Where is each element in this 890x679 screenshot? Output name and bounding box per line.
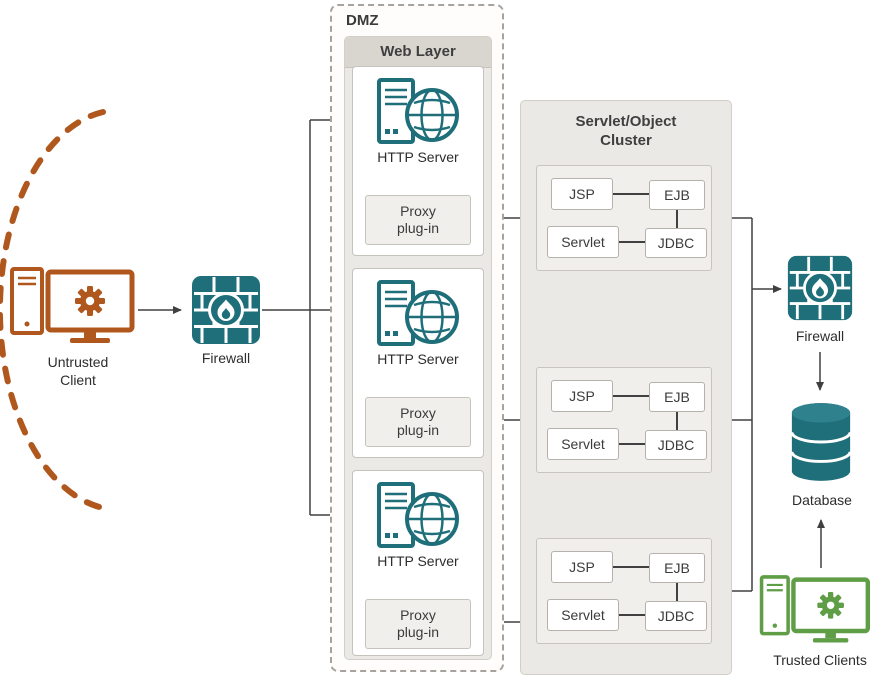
firewall-right-icon bbox=[786, 254, 854, 322]
http-server-icon bbox=[376, 481, 460, 549]
http-server-icon bbox=[376, 279, 460, 347]
proxy-plugin-box: Proxy plug-in bbox=[365, 397, 471, 447]
jsp-ejb-line bbox=[613, 193, 649, 195]
http-server-card: HTTP Server Proxy plug-in bbox=[352, 66, 484, 256]
cluster-title: Servlet/Object Cluster bbox=[575, 113, 677, 149]
ejb-jdbc-line bbox=[676, 583, 678, 601]
jsp-box: JSP bbox=[551, 380, 613, 412]
proxy-plugin-box: Proxy plug-in bbox=[365, 195, 471, 245]
firewall-left-label: Firewall bbox=[201, 350, 251, 366]
connector-paths bbox=[138, 116, 825, 623]
http-server-label: HTTP Server bbox=[377, 553, 459, 569]
ejb-box: EJB bbox=[649, 553, 705, 583]
proxy-plugin-label: Proxy plug-in bbox=[396, 203, 440, 236]
jdbc-box: JDBC bbox=[645, 228, 707, 258]
jsp-box: JSP bbox=[551, 551, 613, 583]
ejb-jdbc-line bbox=[676, 412, 678, 430]
proxy-plugin-label: Proxy plug-in bbox=[396, 607, 440, 640]
ejb-box: EJB bbox=[649, 180, 705, 210]
ejb-jdbc-line bbox=[676, 210, 678, 228]
servlet-jdbc-line bbox=[619, 614, 645, 616]
servlet-box: Servlet bbox=[547, 226, 619, 258]
untrusted-client-label: Untrusted Client bbox=[47, 354, 109, 388]
dmz-label: DMZ bbox=[346, 12, 379, 29]
database-label: Database bbox=[792, 492, 852, 508]
jsp-ejb-line bbox=[613, 566, 649, 568]
trusted-clients-label: Trusted Clients bbox=[773, 652, 867, 668]
jdbc-box: JDBC bbox=[645, 601, 707, 631]
ejb-box: EJB bbox=[649, 382, 705, 412]
cluster-group: JSP Servlet EJB JDBC bbox=[536, 538, 712, 644]
jsp-ejb-line bbox=[613, 395, 649, 397]
untrusted-client-icon bbox=[8, 266, 148, 350]
http-server-card: HTTP Server Proxy plug-in bbox=[352, 470, 484, 656]
cluster-group: JSP Servlet EJB JDBC bbox=[536, 165, 712, 271]
firewall-right-label: Firewall bbox=[795, 328, 845, 344]
firewall-left-icon bbox=[190, 274, 262, 346]
web-layer-header: Web Layer bbox=[345, 37, 491, 68]
trusted-clients-icon bbox=[758, 574, 882, 649]
http-server-card: HTTP Server Proxy plug-in bbox=[352, 268, 484, 458]
http-server-label: HTTP Server bbox=[377, 149, 459, 165]
cluster-group: JSP Servlet EJB JDBC bbox=[536, 367, 712, 473]
servlet-jdbc-line bbox=[619, 241, 645, 243]
http-server-icon bbox=[376, 77, 460, 145]
http-server-label: HTTP Server bbox=[377, 351, 459, 367]
servlet-box: Servlet bbox=[547, 428, 619, 460]
servlet-box: Servlet bbox=[547, 599, 619, 631]
untrusted-boundary-arc bbox=[0, 109, 106, 511]
proxy-plugin-box: Proxy plug-in bbox=[365, 599, 471, 649]
database-icon bbox=[788, 398, 854, 486]
jdbc-box: JDBC bbox=[645, 430, 707, 460]
jsp-box: JSP bbox=[551, 178, 613, 210]
proxy-plugin-label: Proxy plug-in bbox=[396, 405, 440, 438]
servlet-jdbc-line bbox=[619, 443, 645, 445]
